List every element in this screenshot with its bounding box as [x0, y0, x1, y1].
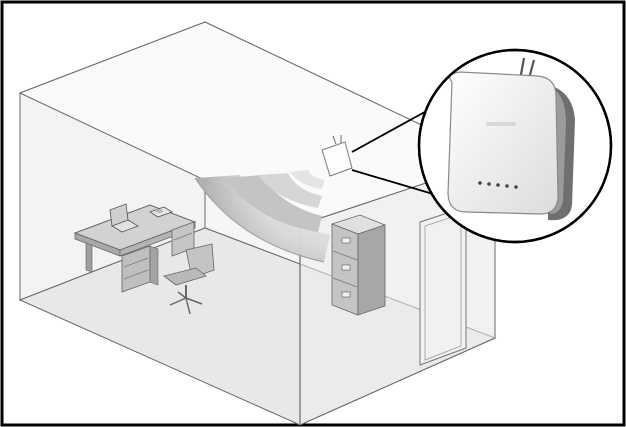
brand-logo-mark	[486, 122, 516, 126]
door-icon	[420, 207, 466, 365]
filing-cabinet-icon	[332, 215, 385, 315]
magnifier-callout-icon	[419, 50, 611, 242]
access-point-body	[448, 72, 558, 214]
